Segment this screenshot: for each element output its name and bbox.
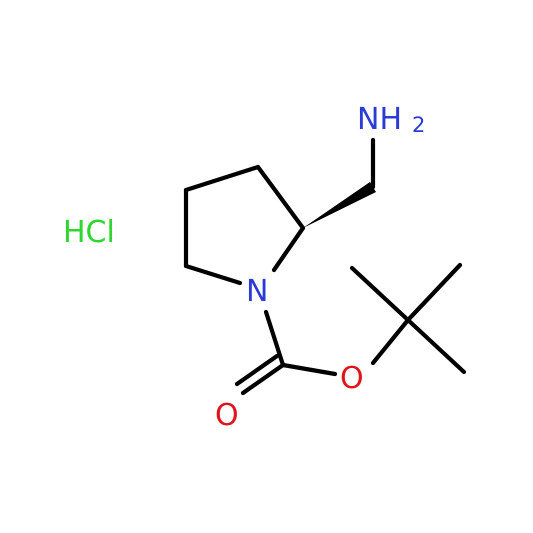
methyl-bond-lower-right	[405, 317, 467, 375]
ring-bond-c5-n1	[183, 263, 243, 286]
ester-oxygen-label: O	[340, 361, 364, 396]
carbonyl-double-bond-a	[240, 362, 286, 396]
carbonyl-oxygen-label: O	[215, 398, 239, 433]
stereo-wedge-bond	[303, 182, 376, 228]
methyl-bond-upper-left	[349, 265, 411, 323]
ring-bond-c2-n1	[271, 225, 306, 273]
amine-nitrogen-label: NH	[357, 102, 402, 137]
ring-nitrogen-label: N	[246, 274, 268, 309]
amine-subscript-label: 2	[412, 113, 425, 137]
bond-n-carbonyl	[263, 309, 286, 368]
bond-carbonyl-ester-o	[280, 362, 338, 377]
salt-label: HCl	[63, 215, 115, 250]
ring-bond-c4-c3	[183, 164, 261, 193]
ring-bond-c3-c2	[255, 164, 306, 231]
bond-ester-o-cquat	[370, 317, 411, 366]
methyl-bond-upper-right	[405, 262, 463, 323]
carbonyl-double-bond-b	[234, 353, 280, 387]
